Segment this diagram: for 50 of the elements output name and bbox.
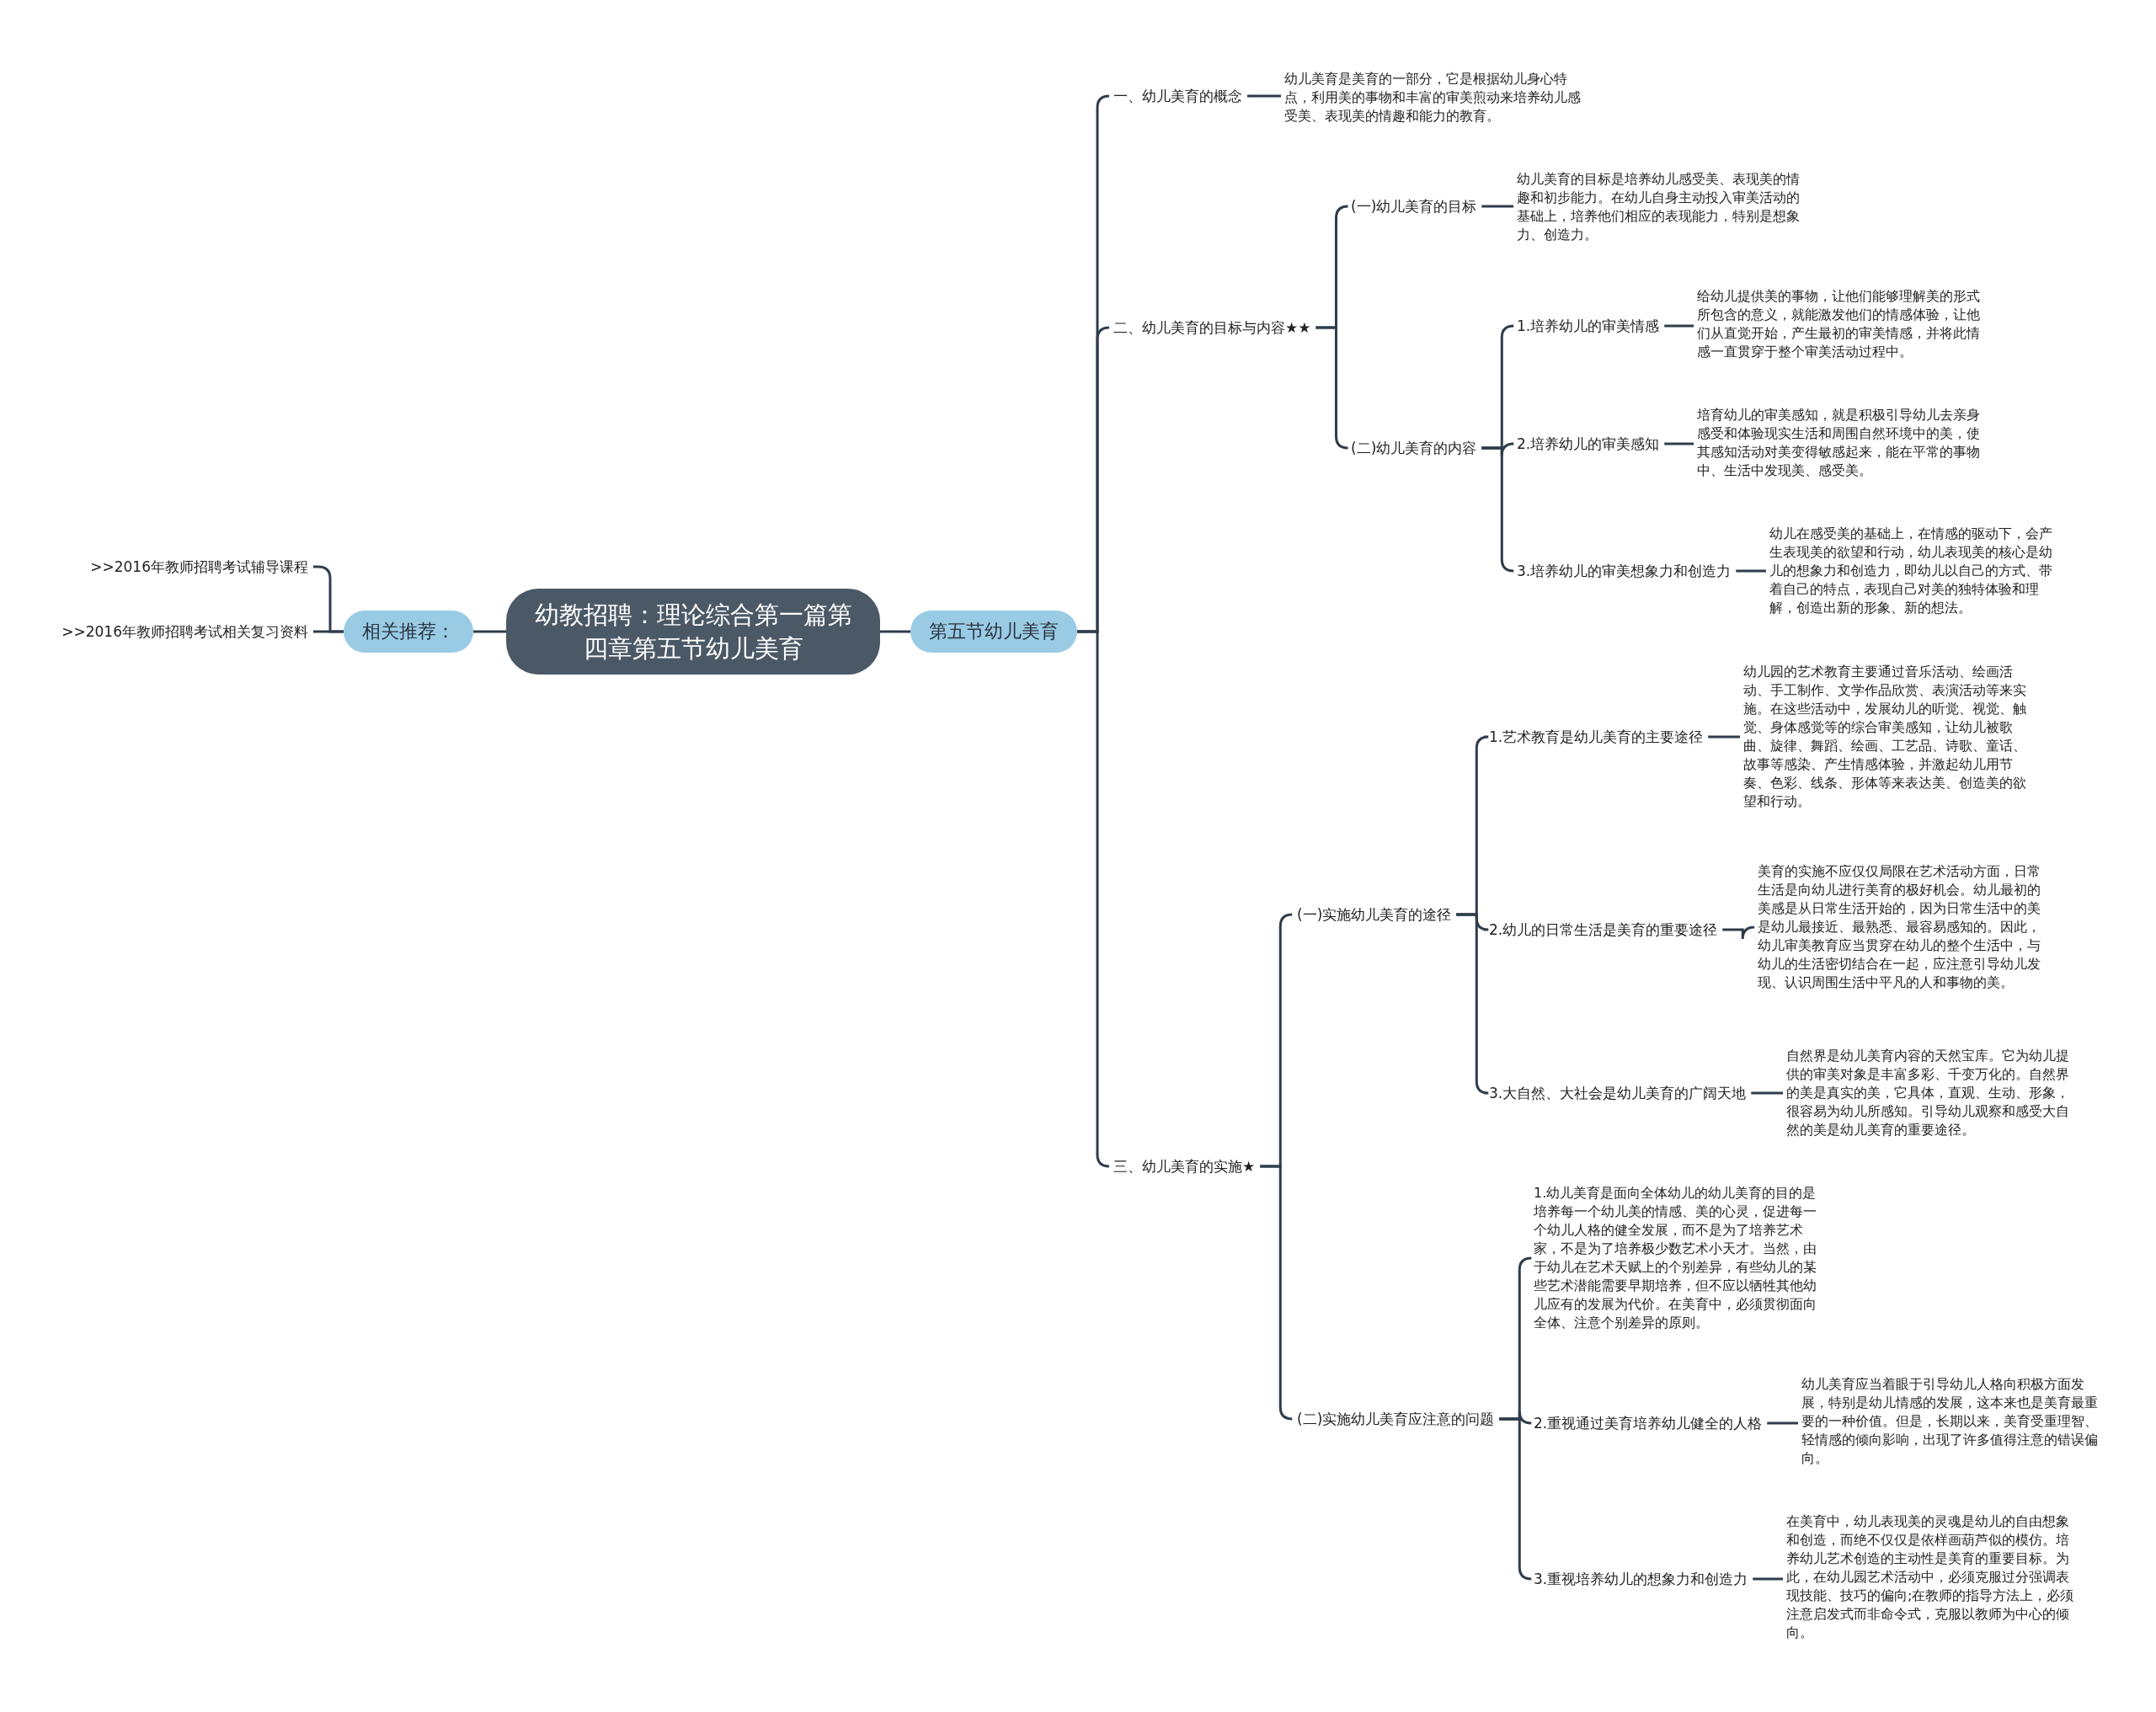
- connector-line: [1722, 925, 1756, 941]
- topic-label: 一、幼儿美育的概念: [1108, 84, 1247, 108]
- connector-line: [1315, 326, 1349, 450]
- description-text: 美育的实施不应仅仅局限在艺术活动方面，日常生活是向幼儿进行美育的极好机会。幼儿最初的美感是从日常生活开始的，因为日常生活中的美是幼儿最接近、最熟悉、最容易感知的。因此，幼儿审美教育应当贯穿在幼儿的整个生活中，与幼儿的生活密切结合在一起，应注意引导幼儿发现、认识周围生活中平凡的人和事物的美。: [1754, 862, 2053, 992]
- connector-line: [1456, 913, 1490, 1095]
- topic-box: 第五节幼儿美育: [910, 611, 1077, 653]
- topic-label: 1.培养幼儿的审美情感: [1512, 314, 1665, 338]
- connector-line: [1499, 1417, 1533, 1581]
- description-text: 幼儿园的艺术教育主要通过音乐活动、绘画活动、手工制作、文学作品欣赏、表演活动等来实施。在这些活动中，发展幼儿的听觉、视觉、触觉、身体感觉等的综合审美感知，让幼儿被歌曲、旋律、舞蹈、绘画、工艺品、诗歌、童话、故事等感染、产生情感体验，并激起幼儿用节奏、色彩、线条、形体等来表达美、创造美的欲望和行动。: [1740, 663, 2039, 811]
- description-text: 给幼儿提供美的事物，让他们能够理解美的形式所包含的意义，就能激发他们的情感体验，让他们从直觉开始，产生最初的审美情感，并将此情感一直贯穿于整个审美活动过程中。: [1694, 287, 1993, 361]
- connector-line: [1751, 1091, 1783, 1095]
- connector-line: [1767, 1421, 1798, 1425]
- connector-line: [473, 630, 506, 633]
- topic-label: (一)幼儿美育的目标: [1346, 195, 1482, 218]
- connector-line: [1708, 735, 1740, 739]
- connector-line: [313, 630, 344, 633]
- connector-line: [1664, 324, 1694, 328]
- connector-line: [1077, 630, 1111, 1168]
- description-text: 在美育中，幼儿表现美的灵魂是幼儿的自由想象和创造，而绝不仅仅是依样画葫芦似的模仿。培养幼儿艺术创造的主动性是美育的重要目标。为此，在幼儿园艺术活动中，必须克服过分强调表现技能、技巧的偏向;在教师的指导方法上，必须注意启发式而非命令式，克服以教师为中心的倾向。: [1783, 1512, 2082, 1642]
- connector-line: [1247, 94, 1281, 98]
- topic-label: 2.幼儿的日常生活是美育的重要途径: [1484, 918, 1723, 941]
- connector-line: [1481, 205, 1513, 208]
- topic-label: 3.培养幼儿的审美想象力和创造力: [1512, 559, 1737, 583]
- connector-line: [1664, 442, 1694, 445]
- description-text: 幼儿美育应当着眼于引导幼儿人格向积极方面发展，特别是幼儿情感的发展，这本来也是美育最重要的一种价值。但是，长期以来，美育受重理智、轻情感的倾向影响，出现了许多值得注意的错误偏向。: [1798, 1375, 2101, 1468]
- topic-label: 二、幼儿美育的目标与内容★★: [1108, 316, 1316, 339]
- topic-box: 相关推荐：: [344, 611, 473, 653]
- description-text: 幼儿美育是美育的一部分，它是根据幼儿身心特点，利用美的事物和丰富的审美煎动来培养幼儿感受美、表现美的情趣和能力的教育。: [1281, 70, 1584, 125]
- description-text: 培育幼儿的审美感知，就是积极引导幼儿去亲身感受和体验现实生活和周围自然环境中的美，使其感知活动对美变得敏感起来，能在平常的事物中、生活中发现美、感受美。: [1694, 406, 1993, 480]
- description-text: 自然界是幼儿美育内容的天然宝库。它为幼儿提供的审美对象是丰富多彩、千变万化的。自然界的美是真实的美，它具体，直观、生动、形象，很容易为幼儿所感知。引导幼儿观察和感受大自然的美是幼儿美育的重要途径。: [1783, 1047, 2082, 1139]
- description-text: 幼儿美育的目标是培养幼儿感受美、表现美的情趣和初步能力。在幼儿自身主动投入审美活动的基础上，培养他们相应的表现能力，特别是想象力、创造力。: [1513, 170, 1812, 244]
- topic-label: 1.艺术教育是幼儿美育的主要途径: [1484, 725, 1709, 749]
- topic-label: 2.重视通过美育培养幼儿健全的人格: [1529, 1411, 1768, 1435]
- description-text: 1.幼儿美育是面向全体幼儿的幼儿美育的目的是培养每一个幼儿美的情感、美的心灵，促进每一个幼儿人格的健全发展，而不是为了培养艺术家，不是为了培养极少数艺术小天才。当然，由于幼儿在艺术天赋上的个别差异，有些幼儿的某些艺术潜能需要早期培养，但不应以牺牲其他幼儿应有的发展为代价。在美育中，必须贯彻面向全体、注意个别差异的原则。: [1530, 1184, 1829, 1332]
- topic-label: (一)实施幼儿美育的途径: [1292, 903, 1457, 926]
- topic-label: (二)实施幼儿美育应注意的问题: [1292, 1407, 1500, 1431]
- connector-line: [1753, 1577, 1783, 1581]
- connector-line: [1260, 1165, 1294, 1421]
- description-text: 幼儿在感受美的基础上，在情感的驱动下，会产生表现美的欲望和行动，幼儿表现美的核心是幼儿的想象力和创造力，即幼儿以自己的方式、带着自己的特点，表现自己对美的独特体验和理解，创造出新的形象、新的想法。: [1766, 525, 2065, 617]
- topic-label: (二)幼儿美育的内容: [1346, 436, 1482, 460]
- topic-label: 3.重视培养幼儿的想象力和创造力: [1529, 1567, 1753, 1591]
- topic-label: 三、幼儿美育的实施★: [1108, 1155, 1261, 1178]
- central-topic: 幼教招聘：理论综合第一篇第四章第五节幼儿美育: [506, 589, 880, 675]
- topic-label: >>2016年教师招聘考试辅导课程: [85, 555, 313, 579]
- connector-line: [880, 630, 910, 633]
- topic-label: 2.培养幼儿的审美感知: [1512, 432, 1665, 456]
- topic-label: 3.大自然、大社会是幼儿美育的广阔天地: [1484, 1081, 1752, 1105]
- connector-line: [1736, 569, 1766, 573]
- topic-label: >>2016年教师招聘考试相关复习资料: [56, 620, 313, 643]
- connector-line: [1481, 446, 1515, 573]
